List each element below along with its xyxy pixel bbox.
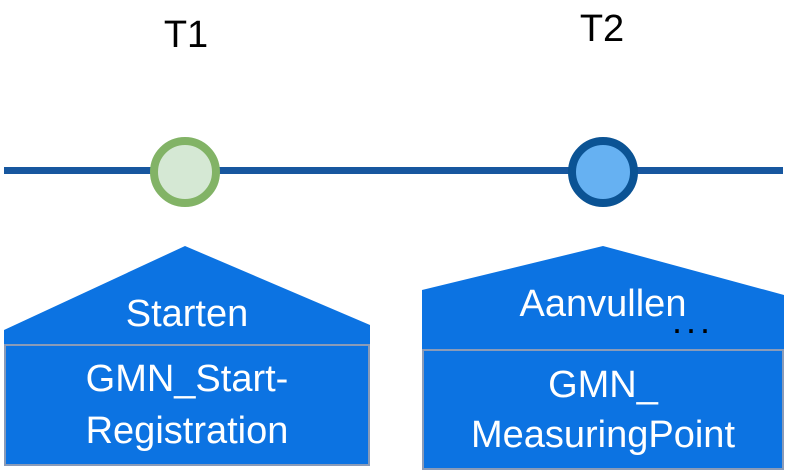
object-box-left: GMN_Start- Registration (4, 344, 370, 466)
milestone-marker-t2-circle (568, 137, 638, 207)
object-name-line1: GMN_Start- (85, 358, 289, 400)
action-label-aanvullen: Aanvullen (519, 283, 687, 325)
callout-roof-right (422, 246, 784, 350)
timeline-line (4, 167, 783, 174)
object-name-line2: MeasuringPoint (470, 413, 736, 456)
object-box-right: GMN_ MeasuringPoint (422, 349, 784, 470)
ellipsis-annotation: ... (671, 300, 714, 341)
pentagon-shape-right (422, 246, 784, 350)
milestone-label-t2: T2 (579, 8, 625, 50)
object-name-line1: GMN_ (548, 363, 658, 406)
object-name-line2: Registration (85, 410, 289, 452)
callout-roof-left (4, 246, 370, 344)
pentagon-shape-left (4, 246, 370, 344)
action-label-starten: Starten (125, 293, 249, 335)
milestone-label-t1: T1 (163, 14, 209, 56)
milestone-marker-t1-circle (150, 137, 220, 207)
